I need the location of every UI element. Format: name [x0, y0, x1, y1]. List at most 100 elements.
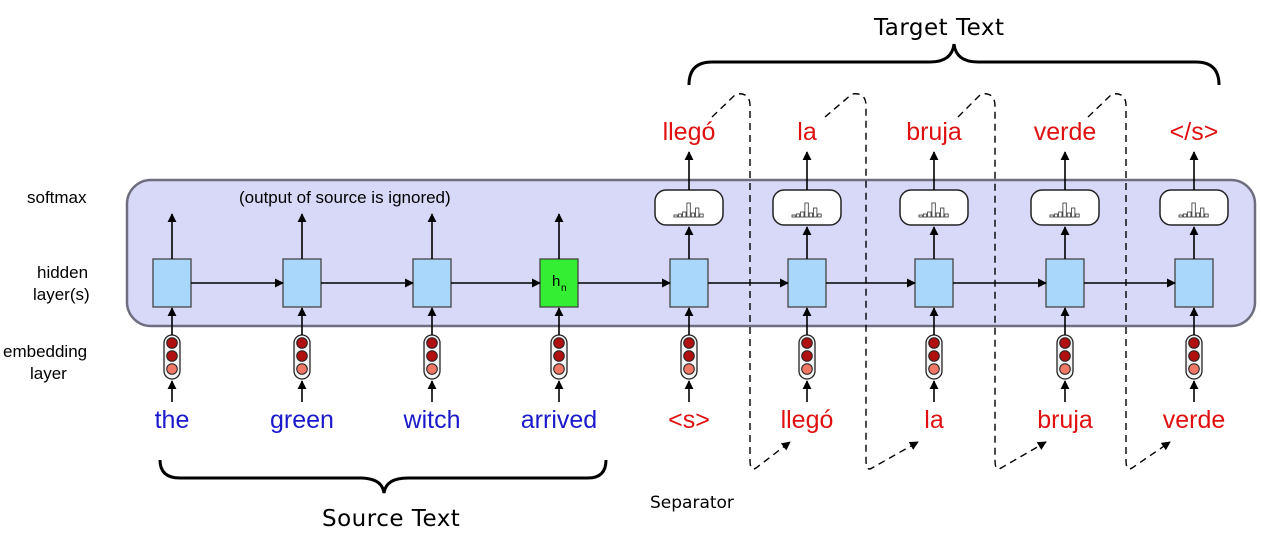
target-output-word: verde — [1034, 118, 1097, 146]
final-hidden-label: h — [552, 273, 560, 290]
softmax-bar — [1178, 214, 1183, 218]
hidden-state — [1045, 258, 1085, 308]
softmax-bar — [1049, 214, 1054, 218]
embedding-unit — [801, 337, 813, 349]
softmax-bar — [682, 211, 687, 218]
softmax-bar — [1200, 207, 1205, 218]
target-output-word: la — [797, 118, 817, 146]
hidden-state — [412, 258, 452, 308]
embedding-unit — [683, 350, 695, 362]
hidden-label-line2: layer(s) — [33, 285, 90, 304]
softmax-bar — [1058, 211, 1063, 218]
embedding-unit — [928, 337, 940, 349]
target-text-label: Target Text — [873, 15, 1004, 41]
embedding-unit — [553, 350, 565, 362]
softmax-bar — [1062, 202, 1067, 218]
softmax-bar — [1204, 213, 1209, 218]
softmax-bar — [935, 212, 941, 218]
embedding-unit — [296, 350, 308, 362]
softmax-bar — [800, 211, 805, 218]
source-word: the — [155, 406, 190, 434]
target-output-word: bruja — [906, 118, 962, 146]
source-output-note: (output of source is ignored) — [239, 188, 451, 207]
decoder-input-word: <s> — [668, 406, 710, 434]
softmax-bar — [804, 202, 809, 218]
softmax-bar — [1195, 212, 1200, 218]
target-brace — [687, 43, 1221, 86]
separator-label: Separator — [650, 493, 734, 513]
softmax-bar — [695, 207, 700, 218]
softmax-bar — [817, 213, 822, 218]
embedding-label-line1: embedding — [3, 342, 87, 361]
decoder-input-word: verde — [1163, 406, 1226, 434]
embedding-unit — [801, 350, 813, 362]
softmax-bar — [1053, 213, 1059, 218]
embedding-label-line2: layer — [30, 364, 67, 383]
column-0: the — [152, 213, 192, 434]
softmax-bar — [927, 211, 932, 218]
embedding-unit — [553, 363, 565, 375]
target-output-word: llegó — [663, 118, 716, 146]
embedding-unit — [426, 363, 438, 375]
embedding-unit — [1188, 363, 1200, 375]
decoder-input-word: la — [924, 406, 944, 434]
softmax-bar — [813, 207, 818, 218]
softmax-bar — [922, 213, 928, 218]
embedding-unit — [166, 350, 178, 362]
softmax-bar — [1075, 213, 1080, 218]
embedding-unit — [801, 363, 813, 375]
softmax-bar — [1191, 202, 1196, 218]
softmax-bar — [1071, 207, 1076, 218]
embedding-unit — [296, 363, 308, 375]
softmax-bar — [1187, 211, 1192, 218]
softmax-bar — [1066, 212, 1071, 218]
softmax-bar — [699, 213, 704, 218]
softmax-bar — [918, 214, 923, 218]
softmax-bar — [931, 202, 936, 218]
final-hidden-subscript: n — [561, 283, 567, 294]
softmax-bar — [940, 207, 945, 218]
embedding-unit — [683, 363, 695, 375]
softmax-bar — [673, 214, 678, 218]
hidden-state — [152, 258, 192, 308]
decoder-input-word: llegó — [781, 406, 834, 434]
hidden-label-line1: hidden — [37, 263, 88, 282]
embedding-unit — [1059, 363, 1071, 375]
hidden-state — [282, 258, 322, 308]
source-text-label: Source Text — [322, 506, 460, 532]
source-word: arrived — [521, 406, 597, 434]
network-panel — [125, 178, 1257, 328]
column-4: <s> llegó — [654, 118, 724, 434]
softmax-bar — [1182, 213, 1188, 218]
softmax-bar — [944, 213, 949, 218]
target-output-word: </s> — [1170, 118, 1219, 146]
embedding-unit — [553, 337, 565, 349]
embedding-unit — [1188, 337, 1200, 349]
column-7: bruja verde — [1030, 118, 1100, 434]
hidden-state — [669, 258, 709, 308]
embedding-unit — [1188, 350, 1200, 362]
softmax-bar — [686, 202, 691, 218]
source-brace — [158, 459, 608, 494]
embedding-unit — [928, 350, 940, 362]
column-8: verde </s> — [1159, 118, 1229, 434]
embedding-unit — [426, 350, 438, 362]
column-1: green — [270, 213, 334, 434]
source-word: green — [270, 406, 334, 434]
softmax-label: softmax — [27, 188, 87, 207]
softmax-bar — [795, 213, 801, 218]
column-5: llegó la — [772, 118, 842, 434]
embedding-unit — [426, 337, 438, 349]
embedding-unit — [683, 337, 695, 349]
decoder-input-word: bruja — [1037, 406, 1093, 434]
embedding-unit — [928, 363, 940, 375]
hidden-state — [914, 258, 954, 308]
source-word: witch — [403, 406, 461, 434]
hidden-state — [787, 258, 827, 308]
embedding-unit — [166, 337, 178, 349]
softmax-bar — [791, 214, 796, 218]
embedding-unit — [166, 363, 178, 375]
column-6: la bruja — [899, 118, 969, 434]
